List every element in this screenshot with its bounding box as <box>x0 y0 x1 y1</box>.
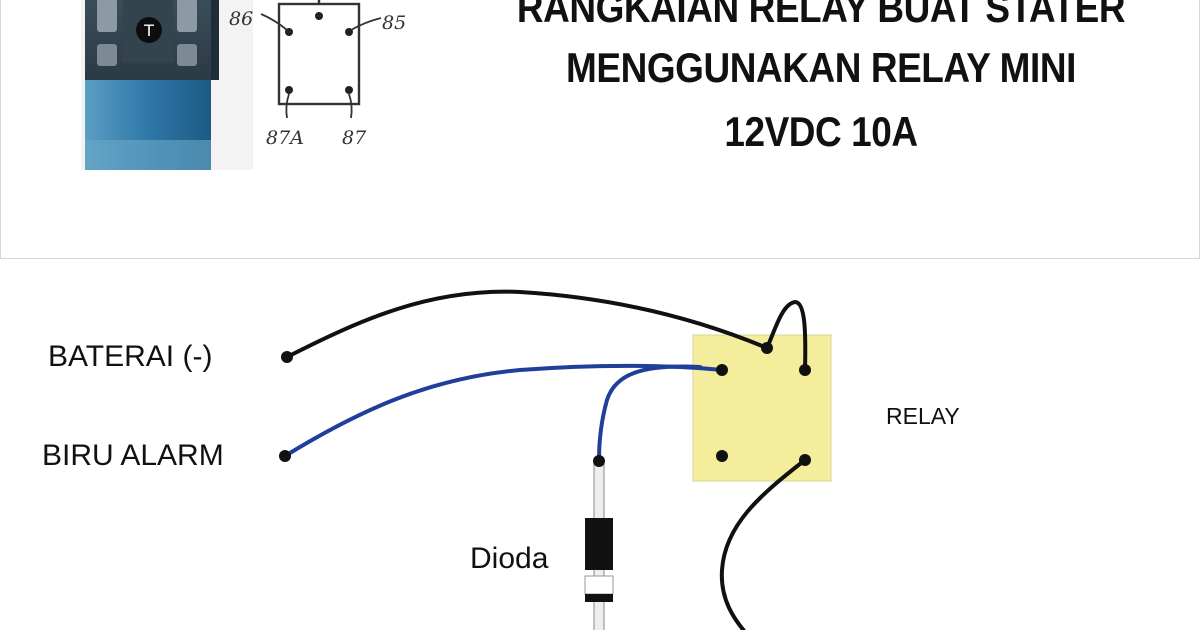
wiring-diagram: BATERAI (-) BIRU ALARM RELAY Dioda <box>0 260 1200 630</box>
pin-label-85: 85 <box>382 12 407 34</box>
reference-panel: T 86 85 87A 87 RANGKAIAN RELAY BUAT STAT… <box>0 0 1200 259</box>
pin-diagram <box>260 0 382 119</box>
relay-pin-top-right <box>799 364 811 376</box>
diode-body-end <box>585 594 613 602</box>
pin-label-86: 86 <box>229 8 254 30</box>
title-line-1: RANGKAIAN RELAY BUAT STATER <box>516 0 1126 31</box>
wire-baterai <box>285 289 769 359</box>
relay-pin-top-left <box>716 364 728 376</box>
terminal-biru-alarm <box>279 450 291 462</box>
label-biru-alarm: BIRU ALARM <box>42 439 224 472</box>
relay-pin-top-center <box>761 342 773 354</box>
top-mark: T <box>143 21 154 40</box>
title-line-2: MENGGUNAKAN RELAY MINI <box>566 44 1076 91</box>
label-relay: RELAY <box>886 403 960 429</box>
label-dioda: Dioda <box>470 542 549 575</box>
wire-jumper <box>765 299 808 372</box>
relay-photo: T <box>81 0 253 170</box>
wire-biru-alarm <box>283 363 724 458</box>
wire-diode-branch <box>597 364 702 462</box>
terminal-diode-top <box>593 455 605 467</box>
terminal-baterai <box>281 351 293 363</box>
label-baterai: BATERAI (-) <box>48 340 213 373</box>
pin-label-87a: 87A <box>266 127 304 149</box>
title-line-3: 12VDC 10A <box>724 108 918 155</box>
diode-body <box>585 518 613 570</box>
diode-band <box>584 575 614 595</box>
wire-output <box>719 458 807 630</box>
pin-label-87: 87 <box>342 127 367 149</box>
relay-pin-bottom-left <box>716 450 728 462</box>
relay-pin-bottom-right <box>799 454 811 466</box>
